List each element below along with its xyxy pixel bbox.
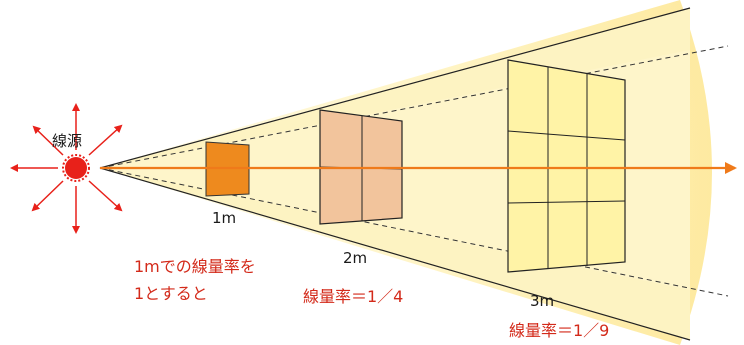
rate-label-2m: 線量率＝1／4 bbox=[303, 287, 403, 306]
note-line-2: 1とすると bbox=[134, 284, 208, 303]
distance-label-3m: 3m bbox=[530, 292, 554, 310]
radiation-source-icon bbox=[63, 155, 89, 181]
distance-label-1m: 1m bbox=[212, 209, 236, 227]
rate-label-3m: 線量率＝1／9 bbox=[509, 321, 609, 340]
source-label: 線源 bbox=[52, 132, 82, 150]
panel-3m bbox=[508, 60, 625, 272]
note-line-1: 1mでの線量率を bbox=[134, 257, 256, 276]
distance-label-2m: 2m bbox=[343, 249, 367, 267]
